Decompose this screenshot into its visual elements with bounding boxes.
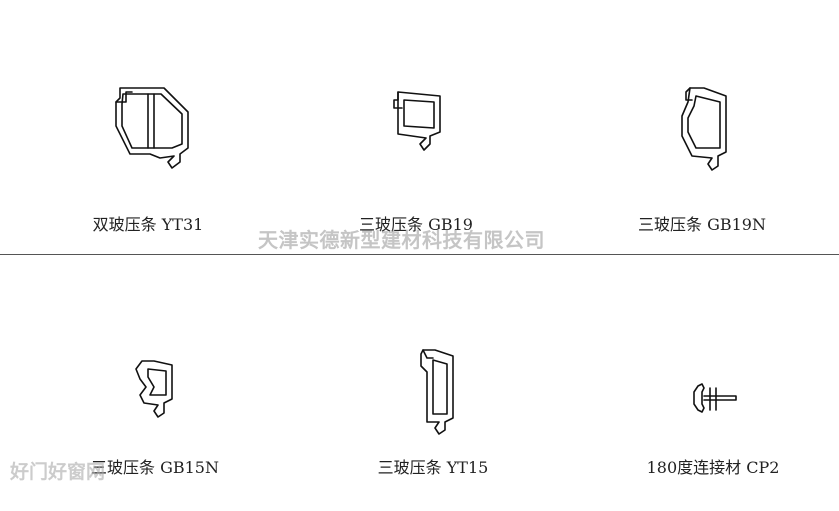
yt31-caption: 双玻压条 YT31 [92,215,204,234]
yt15-caption: 三玻压条 YT15 [377,458,489,477]
row-divider [0,254,839,255]
cp2-caption: 180度连接材 CP2 [646,458,780,477]
gb19-profile-drawing [393,91,441,151]
site-watermark: 好门好窗网 [10,461,106,483]
yt15-profile-drawing [420,349,454,435]
cp2-profile-drawing [693,383,737,413]
yt31-profile-drawing [115,87,189,169]
gb19n-caption: 三玻压条 GB19N [638,215,766,234]
gb15n-profile-drawing [135,360,173,418]
gb15n-caption: 三玻压条 GB15N [91,458,219,477]
gb19-caption: 三玻压条 GB19 [359,215,473,234]
gb19n-profile-drawing [681,87,727,171]
company-watermark: 天津实德新型建材科技有限公司 [258,228,545,252]
